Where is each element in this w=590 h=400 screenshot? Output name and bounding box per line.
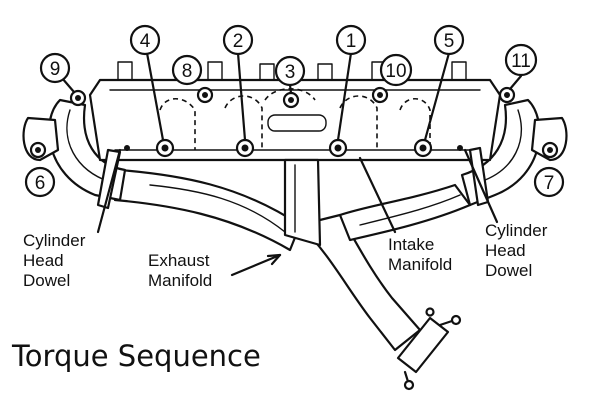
right-dowel-label-line3: Dowel — [485, 261, 532, 280]
callout-circle-1 — [335, 24, 367, 56]
callout-circle-9 — [39, 52, 71, 84]
exhaust-flange — [396, 307, 462, 391]
right-dowel-label: Cylinder Head Dowel — [485, 221, 548, 280]
intake-manifold-label-line2: Manifold — [388, 255, 452, 274]
callout-number-1: 1 — [346, 31, 357, 52]
callout-circle-11 — [504, 43, 538, 77]
callout-leaders — [60, 51, 523, 277]
intake-manifold-label-line1: Intake — [388, 235, 434, 254]
callout-number-2: 2 — [233, 31, 244, 52]
intake-manifold-label: Intake Manifold — [388, 235, 452, 274]
right-dowel-label-line2: Head — [485, 241, 526, 260]
callout-number-8: 8 — [182, 61, 193, 82]
left-dowel-dot — [124, 145, 130, 151]
diagram-title: Torque Sequence — [11, 339, 261, 373]
right-dowel-label-line1: Cylinder — [485, 221, 548, 240]
left-dowel-label-line3: Dowel — [23, 271, 70, 290]
callout-number-3: 3 — [285, 62, 296, 83]
exhaust-manifold-label-line2: Manifold — [148, 271, 212, 290]
callout-number-5: 5 — [444, 31, 455, 52]
callout-circle-4 — [129, 24, 161, 56]
callout-circle-2 — [222, 24, 254, 56]
callout-circle-10 — [379, 53, 413, 87]
callout-number-10: 10 — [385, 61, 406, 82]
exhaust-manifold-label-line1: Exhaust — [148, 251, 210, 270]
callout-circle-3 — [274, 55, 306, 87]
exhaust-pipe-drawing — [113, 168, 472, 391]
left-dowel-label-line2: Head — [23, 251, 64, 270]
right-dowel-dot — [457, 145, 463, 151]
callout-circle-8 — [171, 54, 203, 86]
left-dowel-label-line1: Cylinder — [23, 231, 86, 250]
callout-number-9: 9 — [50, 59, 61, 80]
callout-number-4: 4 — [140, 31, 151, 52]
callout-circle-6 — [24, 166, 56, 198]
exhaust-manifold-label: Exhaust Manifold — [148, 251, 212, 290]
callout-circle-5 — [433, 24, 465, 56]
callout-circle-7 — [533, 166, 565, 198]
callout-number-6: 6 — [35, 173, 46, 194]
callout-number-11: 11 — [511, 51, 531, 72]
left-dowel-label: Cylinder Head Dowel — [23, 231, 86, 290]
callout-number-7: 7 — [544, 173, 555, 194]
bolt-set — [29, 86, 559, 159]
callout-circles: 4 2 1 5 9 8 3 10 11 6 7 — [24, 24, 565, 198]
